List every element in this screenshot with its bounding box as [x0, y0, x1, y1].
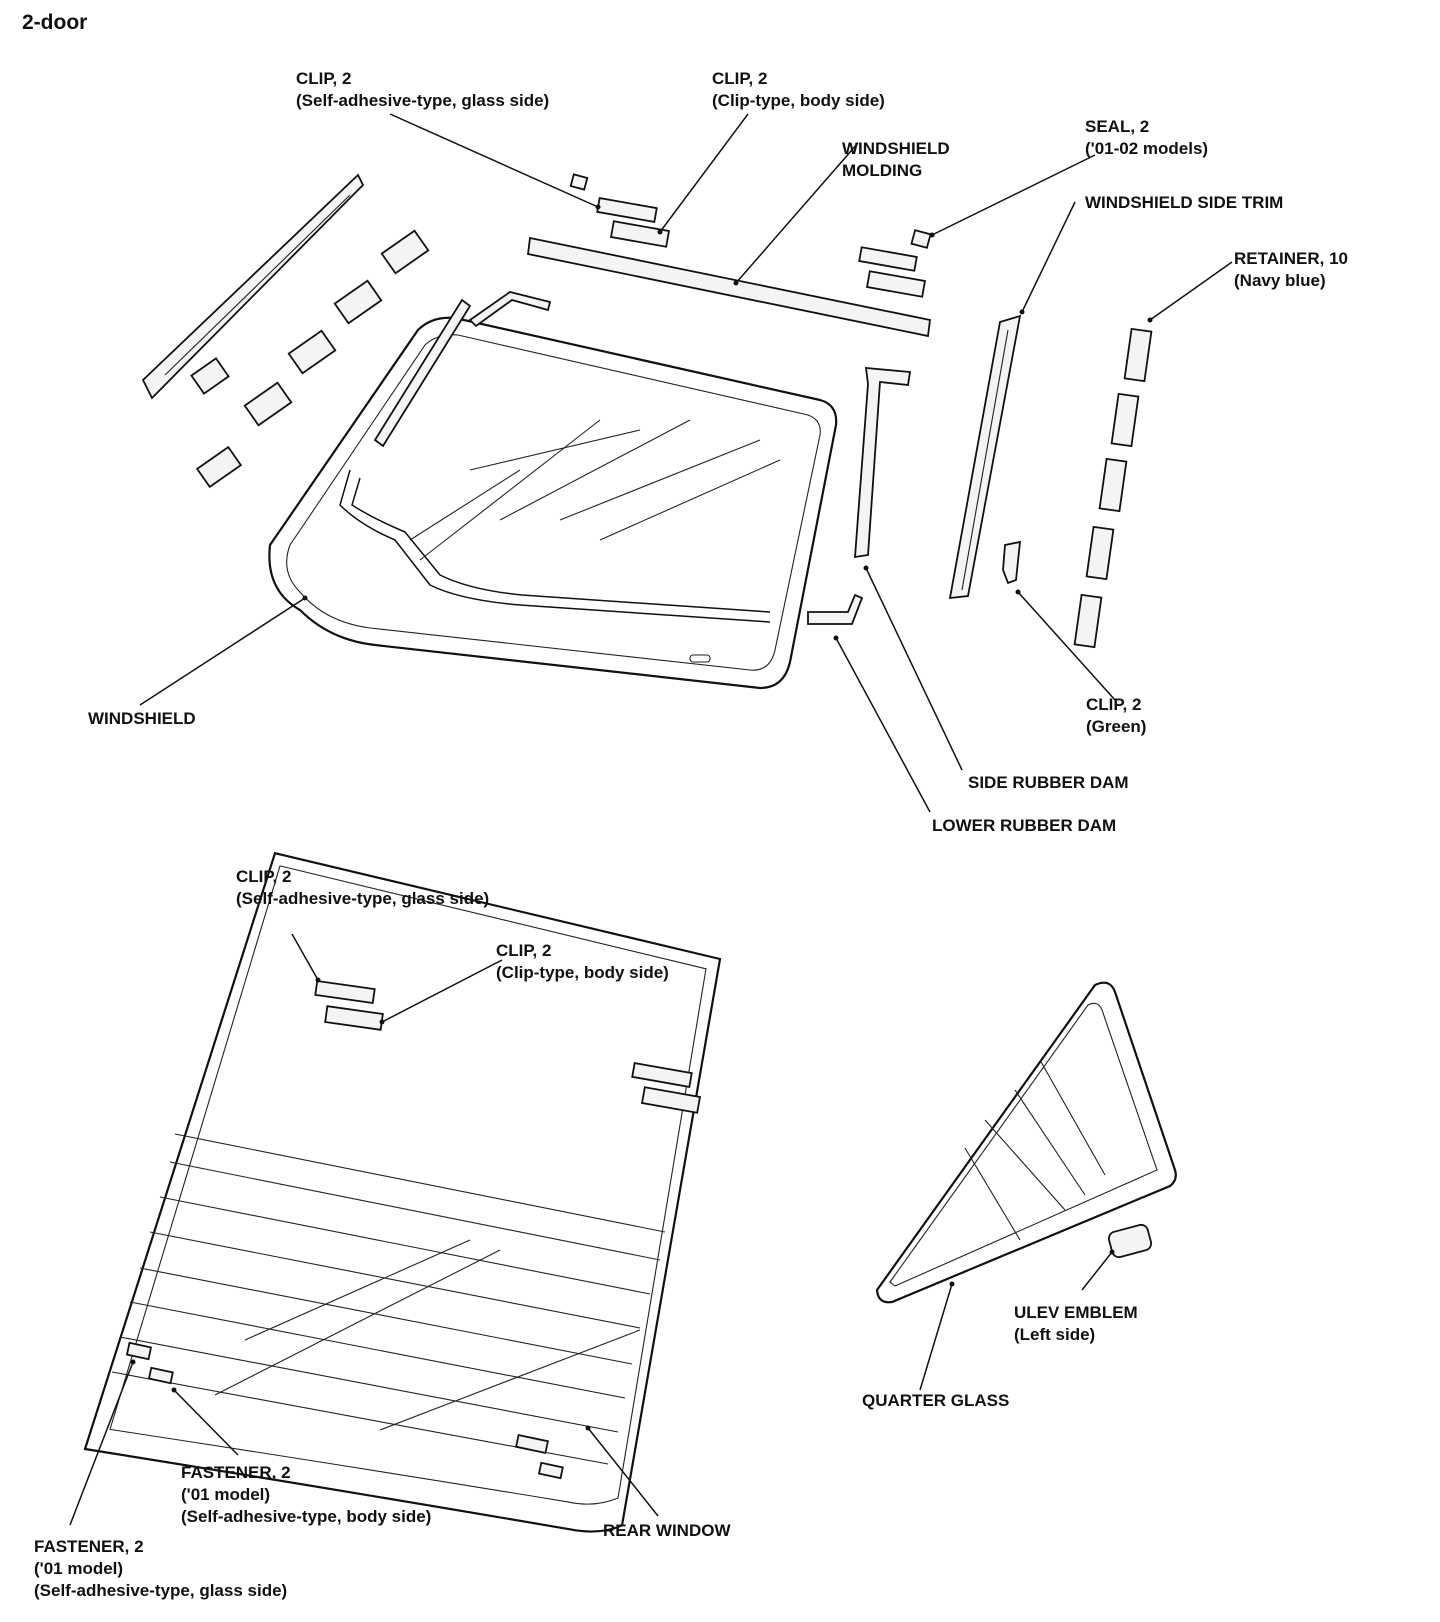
label-quarter-glass: QUARTER GLASS: [862, 1391, 1010, 1410]
side-rubber-dam: [854, 367, 912, 559]
seal-part: [910, 229, 932, 249]
label-clip-green: CLIP, 2 (Green): [1086, 695, 1147, 736]
label-side-rubber-dam: SIDE RUBBER DAM: [968, 773, 1129, 792]
ulev-emblem-part: [1107, 1223, 1153, 1259]
label-clip-glass-side: CLIP, 2 (Self-adhesive-type, glass side): [296, 69, 550, 110]
label-rear-window: REAR WINDOW: [603, 1521, 731, 1540]
fasteners: [125, 1341, 564, 1480]
lower-rubber-dam: [807, 593, 864, 625]
label-rear-clip-body-side: CLIP, 2 (Clip-type, body side): [496, 941, 669, 982]
rear-window-clips: [314, 980, 702, 1114]
windshield-molding: [527, 236, 931, 338]
quarter-glass-part: [875, 981, 1177, 1304]
inner-rubber-dam: [339, 469, 771, 623]
windshield-side-trim: [948, 314, 1022, 600]
label-ulev-emblem: ULEV EMBLEM (Left side): [1014, 1303, 1138, 1344]
side-rubber-dam-left: [373, 291, 552, 448]
label-seal: SEAL, 2 ('01-02 models): [1085, 117, 1209, 158]
label-fastener-body-side: FASTENER, 2 ('01 model) (Self-adhesive-t…: [181, 1463, 432, 1526]
label-clip-body-side: CLIP, 2 (Clip-type, body side): [712, 69, 885, 110]
label-fastener-glass-side: FASTENER, 2 ('01 model) (Self-adhesive-t…: [34, 1537, 288, 1600]
diagram-title: 2-door: [22, 11, 88, 34]
left-side-trim: [141, 173, 365, 400]
arrow-heads: [130, 204, 1153, 1431]
green-clip-part: [1002, 540, 1022, 585]
label-lower-rubber-dam: LOWER RUBBER DAM: [932, 816, 1117, 835]
label-windshield: WINDSHIELD: [88, 709, 196, 728]
rear-window-glass: [83, 851, 722, 1533]
label-windshield-molding: WINDSHIELD MOLDING: [842, 139, 950, 180]
right-retainers: [1073, 327, 1153, 649]
left-retainers: [190, 229, 430, 489]
label-retainer: RETAINER, 10 (Navy blue): [1234, 249, 1348, 290]
leader-lines: [69, 113, 1233, 1526]
label-rear-clip-glass-side: CLIP, 2 (Self-adhesive-type, glass side): [236, 867, 490, 908]
windshield-glass: [268, 316, 838, 690]
windshield-top-clips: [569, 173, 927, 298]
label-windshield-side-trim: WINDSHIELD SIDE TRIM: [1085, 193, 1284, 212]
